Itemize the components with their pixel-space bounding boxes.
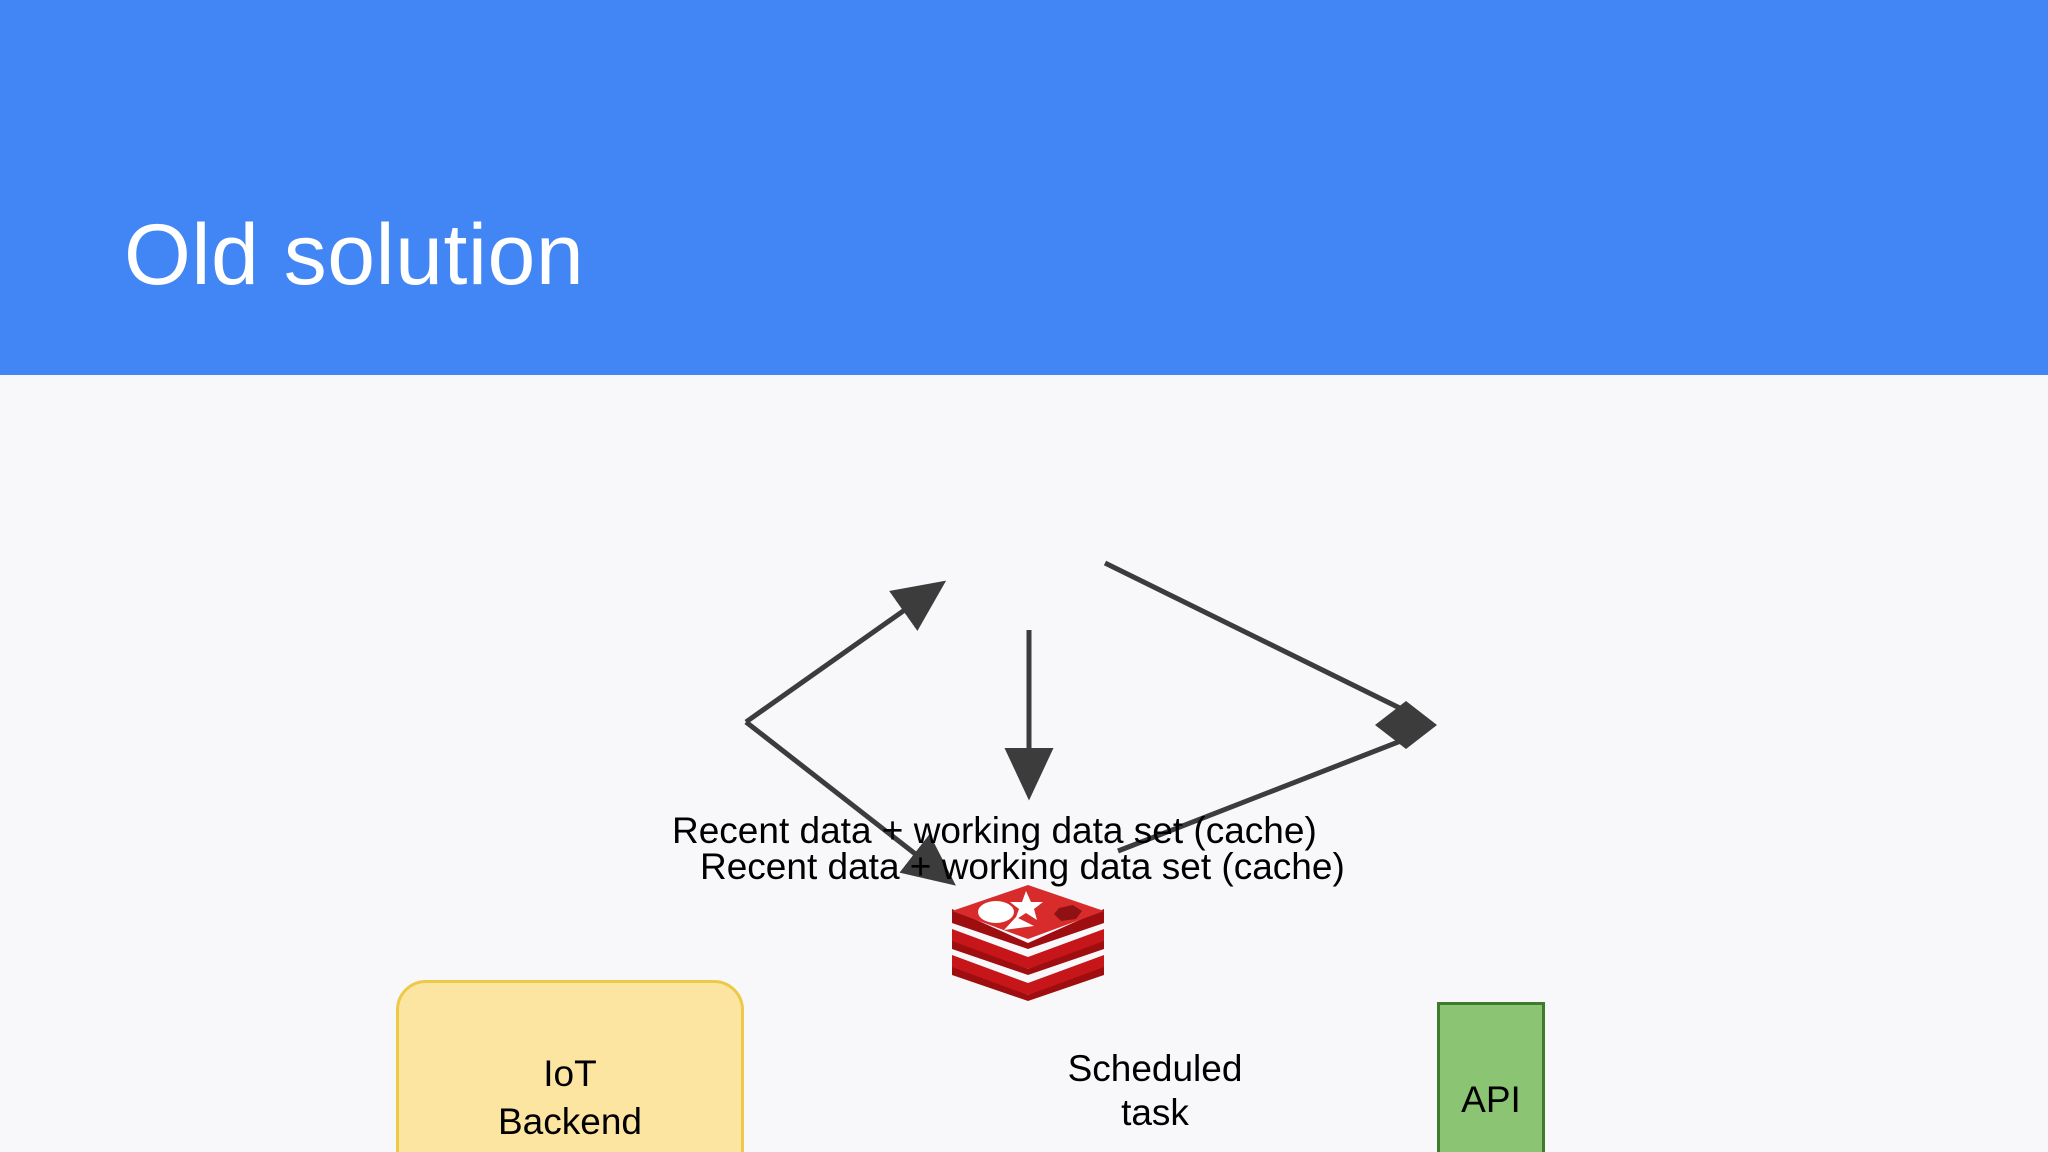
diagram-canvas: Recent data + working data set (cache) R… — [0, 375, 2048, 1152]
node-iot-backend-label-line2: Backend — [498, 1100, 642, 1142]
node-api-label: API — [1461, 1078, 1521, 1120]
label-recent-data-cache-primary: Recent data + working data set (cache) — [672, 810, 1317, 851]
edge-iot-to-redis — [744, 580, 947, 725]
node-iot-backend[interactable]: IoT Backend — [396, 980, 744, 1152]
node-iot-backend-label-line1: IoT — [543, 1053, 597, 1095]
page-title: Old solution — [124, 207, 585, 303]
label-scheduled-task: Scheduled task — [1035, 1047, 1275, 1134]
label-scheduled-task-line2: task — [1121, 1091, 1189, 1133]
redis-icon — [952, 885, 1104, 1001]
diagram-connectors — [744, 560, 1437, 886]
label-recent-data-cache-duplicate: Recent data + working data set (cache) — [700, 846, 1345, 887]
node-api[interactable]: API — [1437, 1002, 1545, 1152]
slide-header-band — [0, 0, 2048, 375]
diamond-arrowhead-api — [1375, 701, 1437, 749]
label-scheduled-task-line1: Scheduled — [1067, 1048, 1243, 1089]
edge-redis-to-api — [1103, 560, 1426, 723]
node-redis[interactable] — [948, 883, 1108, 1001]
